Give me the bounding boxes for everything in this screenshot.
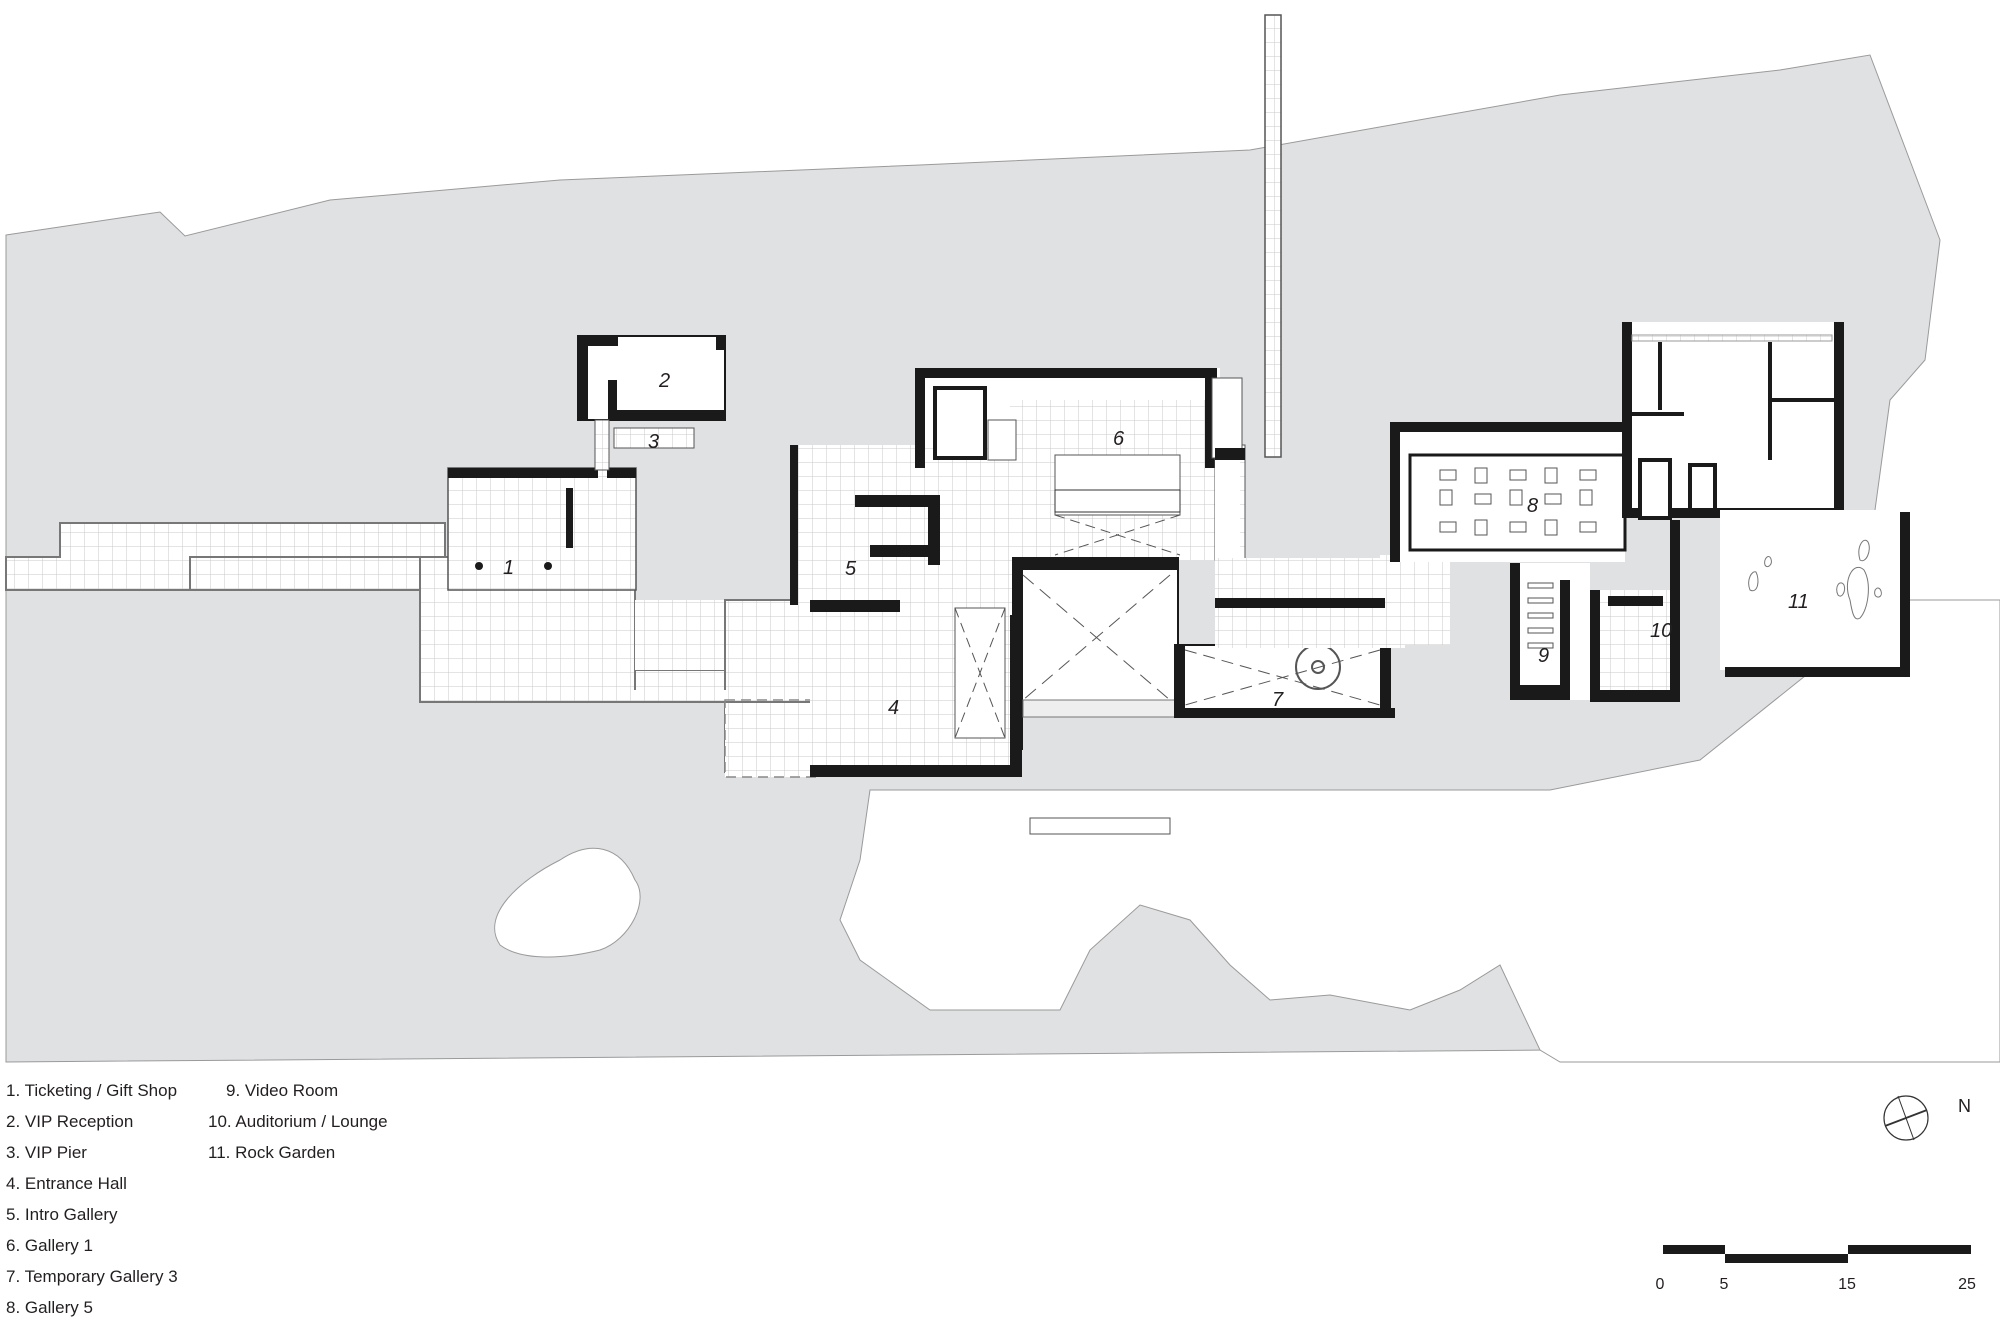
- legend-column-2: 9. Video Room 10. Auditorium / Lounge 11…: [208, 1075, 388, 1168]
- label-room-11: 11: [1788, 591, 1809, 613]
- legend-item: 8. Gallery 5: [6, 1298, 93, 1317]
- north-label: N: [1958, 1096, 1971, 1116]
- room-5-intro-gallery: [790, 445, 1020, 605]
- label-room-6: 6: [1113, 428, 1125, 450]
- legend-item: 3. VIP Pier: [6, 1143, 87, 1162]
- legend-item: 5. Intro Gallery: [6, 1205, 118, 1224]
- land-south: [839, 599, 2000, 1063]
- label-room-9: 9: [1538, 645, 1549, 667]
- label-room-4: 4: [888, 697, 899, 719]
- legend-item: 4. Entrance Hall: [6, 1174, 127, 1193]
- label-room-7: 7: [1272, 689, 1284, 711]
- label-room-3: 3: [648, 431, 659, 453]
- rocks: [1748, 539, 1882, 620]
- legend-item: 10. Auditorium / Lounge: [208, 1112, 388, 1131]
- legend-item: 9. Video Room: [226, 1081, 339, 1100]
- label-room-5: 5: [845, 558, 857, 580]
- scale-tick-15: 15: [1838, 1276, 1856, 1293]
- room-11-rock-garden: [1720, 510, 1910, 670]
- scale-tick-25: 25: [1958, 1276, 1976, 1293]
- label-room-8: 8: [1527, 495, 1538, 517]
- north-pier: [1264, 14, 1282, 458]
- scale-bar: [1663, 1245, 1971, 1263]
- legend-column-1: 1. Ticketing / Gift Shop 2. VIP Receptio…: [6, 1075, 178, 1323]
- room-10-auditorium: [1600, 590, 1670, 700]
- gallery-5-display-cases: [1439, 467, 1597, 536]
- legend-item: 7. Temporary Gallery 3: [6, 1267, 178, 1286]
- central-atrium: [1012, 557, 1179, 714]
- label-room-2: 2: [658, 370, 670, 392]
- scale-tick-0: 0: [1655, 1276, 1665, 1293]
- legend-item: 6. Gallery 1: [6, 1236, 93, 1255]
- room-1-ticketing: [447, 467, 637, 591]
- room-2-vip-reception: [577, 335, 726, 421]
- north-arrow-icon: [1883, 1095, 1929, 1141]
- legend-item: 2. VIP Reception: [6, 1112, 134, 1131]
- label-room-10: 10: [1650, 620, 1672, 642]
- legend-item: 11. Rock Garden: [208, 1143, 336, 1162]
- scale-tick-5: 5: [1719, 1276, 1729, 1293]
- island: [494, 847, 641, 958]
- label-room-1: 1: [503, 557, 514, 579]
- reflecting-pool: [1029, 817, 1171, 835]
- room-3-vip-pier: [594, 419, 610, 471]
- legend-item: 1. Ticketing / Gift Shop: [6, 1081, 178, 1100]
